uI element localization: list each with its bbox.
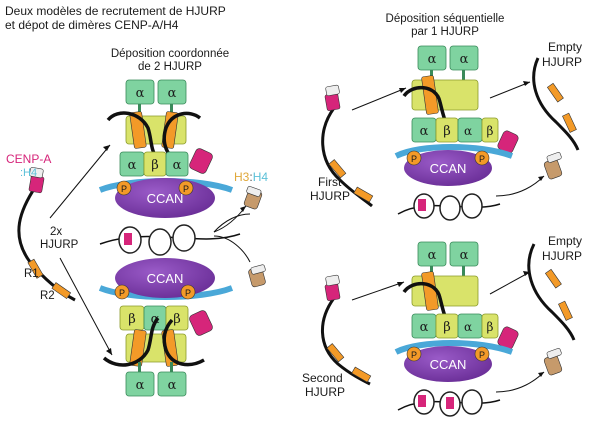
left-bottom-assembly: β α β α α <box>102 305 213 397</box>
left-nucleosomes <box>99 213 251 263</box>
h4-label: :H4 <box>20 167 37 179</box>
svg-text:α: α <box>136 86 145 101</box>
right-top-complex: α α α β α β CCAN P P <box>394 45 519 221</box>
svg-text:β: β <box>487 320 494 334</box>
h3h4-dimers <box>243 186 266 288</box>
empty1-line2: HJURP <box>542 55 582 69</box>
left-top-assembly: α α α β α <box>106 79 213 177</box>
first-line1: First <box>318 175 342 189</box>
svg-text:β: β <box>128 312 136 327</box>
empty1-line1: Empty <box>548 40 582 54</box>
svg-text:α: α <box>464 320 472 334</box>
svg-text:α: α <box>168 86 177 101</box>
empty2-line2: HJURP <box>542 249 582 263</box>
svg-text:CCAN: CCAN <box>430 161 467 176</box>
h3h4-right-1 <box>543 152 563 180</box>
right-first-hjurp <box>321 84 374 208</box>
ccan-label: CCAN <box>147 191 184 206</box>
r1-label: R1 <box>24 268 39 280</box>
second-line1: Second <box>302 371 343 385</box>
main-title-line1: Deux modèles de recrutement de HJURP <box>5 4 226 18</box>
right-second-hjurp <box>321 274 372 386</box>
svg-text:β: β <box>443 320 451 335</box>
svg-text:α: α <box>420 124 429 139</box>
empty-hjurp-1 <box>532 57 580 151</box>
svg-text:β: β <box>443 124 451 139</box>
svg-text:P: P <box>183 184 189 194</box>
svg-text:P: P <box>185 288 191 298</box>
first-line2: HJURP <box>310 189 350 203</box>
h3h4-label: H3:H4 <box>234 170 268 184</box>
svg-text:P: P <box>479 154 485 164</box>
multiplier-line2: HJURP <box>40 239 79 251</box>
svg-text:α: α <box>428 52 437 67</box>
svg-text:α: α <box>168 378 177 393</box>
right-title-line2: par 1 HJURP <box>411 26 479 38</box>
svg-text:P: P <box>121 184 127 194</box>
svg-text:β: β <box>151 158 159 173</box>
free-hjurp-left <box>17 167 76 302</box>
svg-text:P: P <box>411 350 417 360</box>
arrow-up-left <box>49 144 111 219</box>
svg-text:β: β <box>173 312 181 327</box>
svg-text:CCAN: CCAN <box>147 271 184 286</box>
svg-text:α: α <box>428 248 437 263</box>
svg-text:α: α <box>173 158 182 173</box>
svg-text:α: α <box>460 52 469 67</box>
svg-text:P: P <box>119 288 125 298</box>
empty2-line1: Empty <box>548 234 582 248</box>
svg-text:α: α <box>464 124 472 138</box>
svg-text:β: β <box>487 124 494 138</box>
left-ccan-bottom: CCAN P P <box>98 258 234 300</box>
multiplier-line1: 2x <box>50 226 62 238</box>
left-title-line2: de 2 HJURP <box>138 61 202 73</box>
svg-text:α: α <box>460 248 469 263</box>
left-title-line1: Déposition coordonnée <box>111 48 229 60</box>
svg-text:P: P <box>479 350 485 360</box>
svg-text:CCAN: CCAN <box>430 357 467 372</box>
right-title-line1: Déposition séquentielle <box>386 13 505 25</box>
r2-label: R2 <box>40 290 55 302</box>
left-ccan-top: CCAN P P <box>98 178 234 218</box>
main-title-line2: et dépot de dimères CENP-A/H4 <box>5 18 179 32</box>
cenpa-label: CENP-A <box>6 152 51 166</box>
svg-text:P: P <box>411 154 417 164</box>
right-bottom-complex: α α α β α β CCAN P P <box>394 241 519 417</box>
second-line2: HJURP <box>305 385 345 399</box>
h3h4-right-2 <box>543 348 563 376</box>
arrow-down-left <box>59 257 113 356</box>
svg-text:α: α <box>128 158 137 173</box>
empty-hjurp-2 <box>527 243 576 341</box>
svg-text:α: α <box>136 378 145 393</box>
svg-text:α: α <box>420 320 429 335</box>
